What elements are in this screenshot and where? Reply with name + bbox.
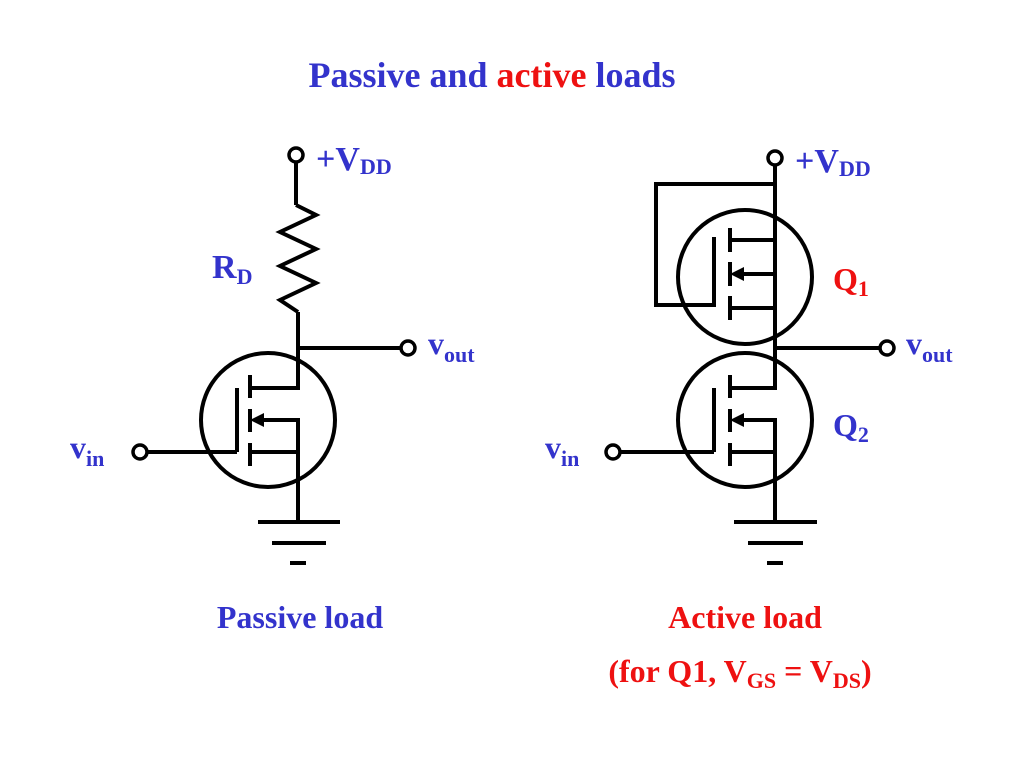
vdd-label-right: +VDD [795, 143, 871, 181]
q1-label: Q1 [833, 261, 869, 301]
mosfet-circle-left [199, 351, 337, 489]
body-source-left [250, 418, 300, 454]
passive-load-circuit: +VDD RD vout vin Passive load [70, 141, 475, 635]
vout-terminal-left [399, 339, 417, 357]
vout-label-left: vout [428, 325, 475, 367]
body-arrow-q2 [730, 413, 744, 427]
vin-terminal-right [604, 443, 622, 461]
title-part-passive: Passive and [308, 55, 496, 95]
active-load-condition: (for Q1, VGS = VDS) [608, 653, 871, 693]
vin-label-right: vin [545, 429, 579, 471]
body-arrow-left [250, 413, 264, 427]
vout-terminal-right [878, 339, 896, 357]
vin-terminal-left [131, 443, 149, 461]
body-arrow-q1 [730, 267, 744, 281]
mosfet-circle-q1 [676, 208, 814, 346]
passive-load-caption: Passive load [217, 599, 383, 635]
vout-label-right: vout [906, 325, 953, 367]
wire-drain-left [250, 312, 300, 390]
active-load-caption: Active load [668, 599, 822, 635]
vdd-terminal-right [766, 149, 784, 167]
title-part-active: active [497, 55, 587, 95]
vdd-label-left: +VDD [316, 141, 392, 179]
mosfet-circle-q2 [676, 351, 814, 489]
vin-label-left: vin [70, 429, 104, 471]
active-load-circuit: +VDD Q1 vout Q2 vin Active load (for Q1,… [545, 143, 953, 693]
q2-label: Q2 [833, 407, 869, 447]
resistor-rd [275, 203, 321, 314]
title-part-loads: loads [586, 55, 675, 95]
wire-mid-node [730, 308, 777, 390]
vdd-terminal-left [287, 146, 305, 164]
slide-title: Passive and active loads [308, 55, 675, 95]
body-source-q2 [730, 418, 777, 454]
rd-label: RD [212, 249, 252, 289]
